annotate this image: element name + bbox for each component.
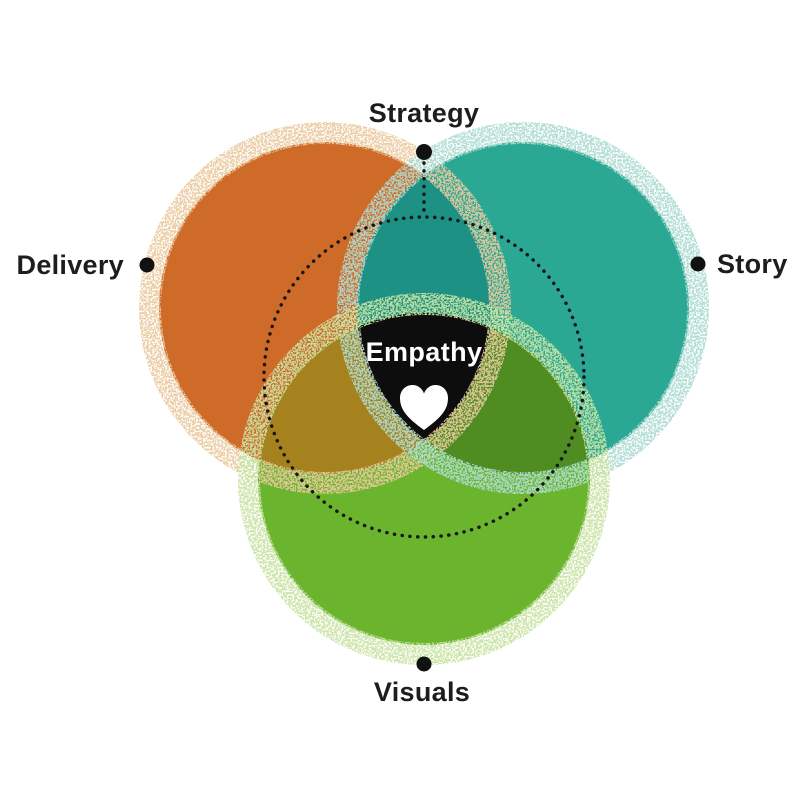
delivery-visuals-overlap <box>258 313 491 474</box>
delivery-dot <box>139 257 155 273</box>
story-dot <box>690 256 706 272</box>
visuals-circle-halo <box>238 293 610 665</box>
heart-icon <box>400 385 448 430</box>
visuals-label: Visuals <box>374 677 470 707</box>
empathy-label: Empathy <box>366 337 483 367</box>
delivery-label: Delivery <box>17 250 124 280</box>
story-label: Story <box>717 249 788 279</box>
dotted-guide-circle <box>262 215 586 539</box>
story-circle-halo <box>337 122 709 494</box>
story-visuals-overlap <box>357 313 590 474</box>
strategy-label: Strategy <box>369 98 479 128</box>
visuals-dot <box>416 656 432 672</box>
delivery-circle-halo <box>139 122 511 494</box>
strategy-dot <box>416 144 432 160</box>
